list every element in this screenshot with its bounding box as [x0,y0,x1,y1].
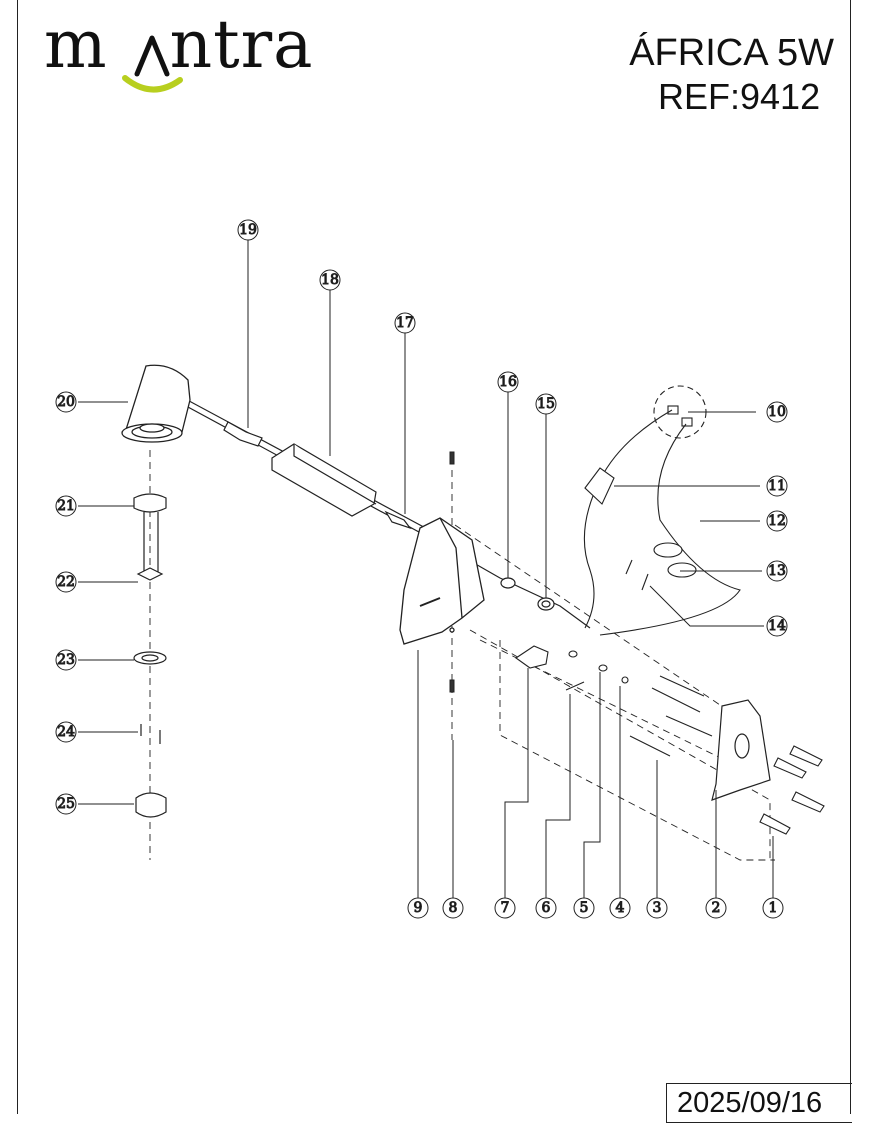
logo-text-right: ntra [169,6,314,83]
callout-17: 17 [396,315,414,331]
part-19-connector [223,421,263,447]
callout-3: 3 [653,900,662,916]
part-17-clamp [384,510,412,530]
callout-15: 15 [537,396,555,412]
product-ref: REF:9412 [658,76,821,117]
part-2-bracket [711,699,771,801]
part-10-14-wiring [583,385,741,636]
part-3-wall-screws [629,675,713,757]
callout-13: 13 [768,563,786,579]
part-21-25-stack [133,493,167,818]
logo-text-left: m [44,6,108,83]
callout-11: 11 [768,478,786,494]
part-7-4-hardware [515,645,629,691]
callout-numbers: 1 2 3 4 5 6 7 8 9 10 11 12 13 14 15 16 1… [55,219,788,919]
callout-5: 5 [580,900,589,916]
part-18-driver [271,443,377,517]
callout-leaders [78,240,774,898]
callout-6: 6 [542,900,551,916]
callout-14: 14 [768,618,786,634]
guide-line-a [454,524,721,706]
callout-4: 4 [616,900,625,916]
guide-line-b [469,629,771,860]
callout-21: 21 [57,498,75,514]
callout-20: 20 [57,394,75,410]
drawing-frame [17,0,851,1114]
part-20-shade [121,364,191,443]
part-9-wall-box [399,517,485,645]
callout-2: 2 [712,900,721,916]
callout-19: 19 [239,222,257,238]
part-1-wall-plugs [759,745,825,835]
callout-24: 24 [57,724,75,740]
callout-16: 16 [499,374,517,390]
callout-1: 1 [769,900,778,916]
callout-22: 22 [57,574,75,590]
callout-25: 25 [57,796,75,812]
logo-accent-mark [122,35,183,93]
callout-8: 8 [449,900,458,916]
callout-23: 23 [57,652,75,668]
callout-18: 18 [321,272,339,288]
callout-9: 9 [414,900,423,916]
callout-12: 12 [768,513,786,529]
callout-7: 7 [501,900,510,916]
callout-10: 10 [768,404,786,420]
part-8-screws [449,451,455,693]
product-name: ÁFRICA 5W [629,32,834,74]
